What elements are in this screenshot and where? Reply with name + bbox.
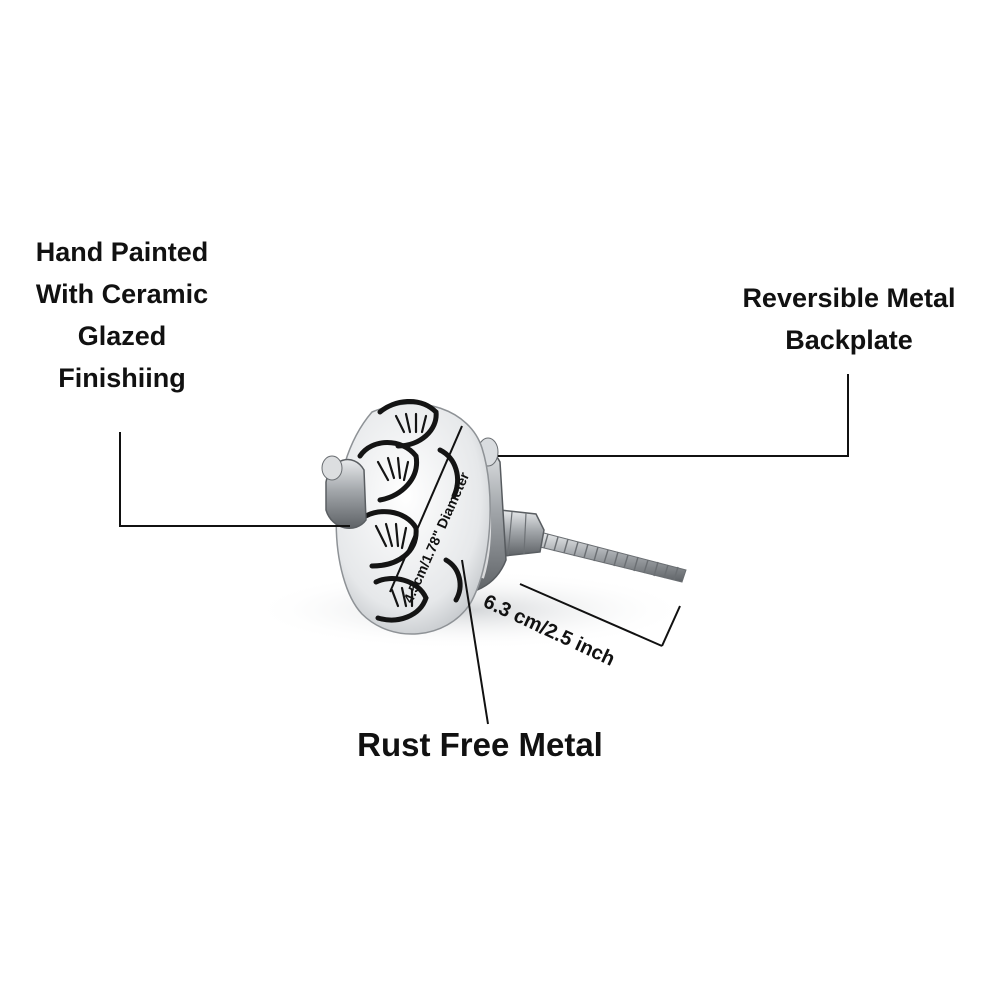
hand-painted-line-2: With Ceramic xyxy=(35,278,209,309)
length-dimension xyxy=(519,583,681,647)
hand-painted-label: Hand Painted With Ceramic Glazed Finishi… xyxy=(0,232,244,399)
petal-hatching xyxy=(374,412,428,608)
ceramic-knob xyxy=(321,398,491,635)
hand-painted-line-3: Glazed xyxy=(77,320,167,351)
backplate-line-2: Backplate xyxy=(785,324,913,355)
backplate-line-1: Reversible Metal xyxy=(742,283,956,313)
diameter-line xyxy=(389,425,463,593)
rust-free-callout xyxy=(461,559,489,725)
rust-free-label: Rust Free Metal xyxy=(357,726,603,763)
petal-pattern xyxy=(357,398,463,623)
hand-painted-line-1: Hand Painted xyxy=(35,237,209,267)
hand-painted-line-4: Finishiing xyxy=(58,362,186,393)
screw xyxy=(535,531,687,583)
backplate-label: Reversible Metal Backplate xyxy=(700,278,998,362)
backplate-callout xyxy=(498,374,849,457)
hand-painted-callout xyxy=(119,432,350,527)
